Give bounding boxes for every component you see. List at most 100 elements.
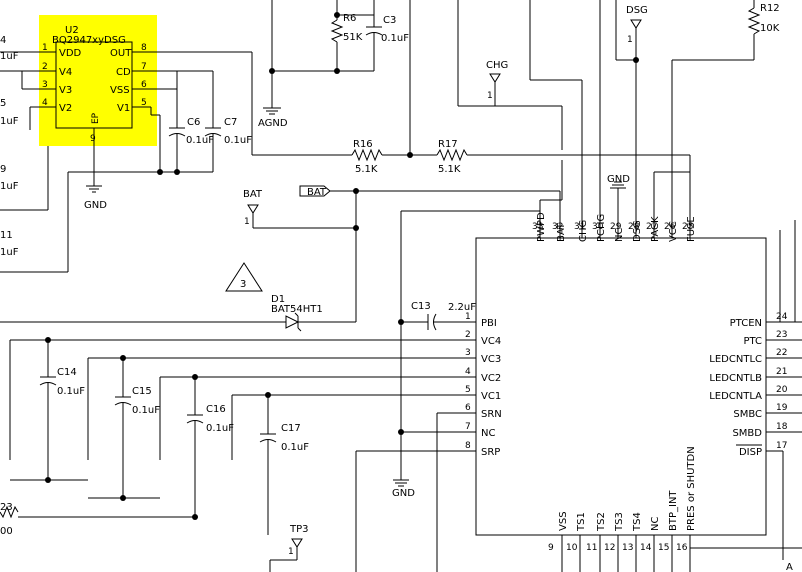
c15-capacitor[interactable]: C15 0.1uF [114, 358, 160, 498]
c6-capacitor[interactable]: C6 0.1uF [168, 71, 214, 172]
c7-ref: C7 [224, 117, 237, 128]
dsg-pin-num: 1 [627, 35, 633, 45]
ic-right-pin-24: 24 [776, 312, 788, 322]
bat-testpoint[interactable]: BAT 1 [243, 189, 263, 228]
u2-pin-5: 5 [141, 98, 147, 108]
c14-capacitor[interactable]: C14 0.1uF [39, 340, 85, 480]
edge-c1-ref: 4 [0, 35, 6, 46]
ic-left-pin-6: 6 [465, 403, 471, 413]
c3-val: 0.1uF [381, 33, 409, 44]
ic-right-pin-20: 20 [776, 385, 788, 395]
ic-pin-ledcntla: LEDCNTLA [709, 391, 762, 402]
c13-val: 2.2uF [448, 302, 476, 313]
gnd-label-bottom: GND [392, 488, 415, 499]
ic-pin-vcc: VCC [668, 221, 679, 242]
r-left-fragment [0, 505, 198, 520]
c13-ref: C13 [411, 301, 431, 312]
r12-ref: R12 [760, 3, 780, 14]
u2-pin-cd: CD [116, 67, 131, 78]
net-flag-3: 3 [225, 262, 263, 292]
u2-pin-v2: V2 [59, 103, 72, 114]
r16-ref: R16 [353, 139, 373, 150]
u2-part: BQ2947xyDSG [52, 35, 126, 46]
d1-diode[interactable]: D1 BAT54HT1 [0, 294, 356, 332]
r12-resistor[interactable]: R12 10K [747, 0, 780, 60]
r6-resistor[interactable]: R6 51K [330, 0, 363, 71]
ic-pin-disp: DISP [739, 447, 762, 458]
edge-c4-val: 1uF [0, 247, 19, 258]
r17-ref: R17 [438, 139, 458, 150]
u2-pin-9: 9 [90, 134, 96, 144]
c6-ref: C6 [187, 117, 200, 128]
u2-pin-v3: V3 [59, 85, 72, 96]
dsg-label: DSG [626, 5, 648, 16]
ic-pin-pres-or-shutdn: PRES or SHUTDN [686, 446, 697, 531]
u2-pin-6: 6 [141, 80, 147, 90]
c3-capacitor[interactable]: C3 0.1uF [365, 0, 409, 71]
ic-pin-ts3: TS3 [614, 512, 625, 532]
agnd-symbol: AGND [258, 107, 288, 129]
gnd-label-ic: GND [607, 174, 630, 185]
r17-resistor[interactable]: R17 5.1K [436, 139, 468, 175]
tp3-pin-num: 1 [288, 547, 294, 557]
chg-testpoint[interactable]: CHG 1 [486, 60, 508, 106]
tp3-testpoint[interactable]: TP3 1 [288, 524, 309, 560]
ic-pin-vc3: VC3 [481, 354, 501, 365]
ic-right-pin-23: 23 [776, 330, 787, 340]
u2-pin-7: 7 [141, 62, 147, 72]
ic-pin-ts2: TS2 [596, 512, 607, 532]
ic-right-pin-17: 17 [776, 441, 787, 451]
c16-val: 0.1uF [206, 423, 234, 434]
ic-left-pin-8: 8 [465, 441, 471, 451]
ic-pin-vss: VSS [558, 511, 569, 531]
ic-left-pin-1: 1 [465, 312, 471, 322]
ic-top-pin-27: 27 [646, 222, 657, 232]
ic-pin-vc1: VC1 [481, 391, 501, 402]
u2-pin-4: 4 [42, 98, 48, 108]
c14-ref: C14 [57, 367, 77, 378]
flag-3-label: 3 [240, 279, 246, 290]
u2-protector-ic[interactable]: U2 BQ2947xyDSG 1 VDD 2 V4 3 V3 4 V2 8 OU… [39, 15, 157, 146]
ic-pin-pack: PACK [650, 216, 661, 242]
c16-capacitor[interactable]: C16 0.1uF [186, 377, 234, 517]
u2-pin-ep: EP [91, 112, 101, 124]
ic-pin-dsg: DSG [632, 220, 643, 242]
ic-left-pin-7: 7 [465, 422, 471, 432]
ic-body [475, 237, 767, 536]
gnd-symbol-u2: GND [84, 185, 107, 211]
u2-highlight [39, 15, 157, 146]
bat-port[interactable]: BAT [299, 185, 331, 198]
ic-pin-nc: NC [481, 428, 495, 439]
ic-right-pin-21: 21 [776, 367, 787, 377]
ic-pin-ledcntlb: LEDCNTLB [709, 373, 762, 384]
ic-top-pin-33: 33 [532, 222, 543, 232]
ic-pin-ptc: PTC [743, 336, 762, 347]
u2-pin-out: OUT [110, 48, 132, 59]
ic-bottom-pin-15: 15 [658, 543, 669, 553]
edge-c1-val: 1uF [0, 51, 19, 62]
ic-pin-pwpd: PWPD [536, 212, 547, 242]
edge-c3-ref: 9 [0, 164, 6, 175]
edge-c2-val: 1uF [0, 116, 19, 127]
c7-capacitor[interactable]: C7 0.1uF [204, 71, 252, 172]
r6-val: 51K [343, 32, 363, 43]
r16-resistor[interactable]: R16 5.1K [351, 139, 383, 175]
ic-left-pin-3: 3 [465, 348, 471, 358]
dsg-testpoint[interactable]: DSG 1 [626, 5, 648, 238]
ic-top-pin-25: 25 [682, 222, 693, 232]
bat-port-label: BAT [307, 187, 327, 198]
c13-capacitor[interactable]: C13 2.2uF [401, 301, 476, 331]
ic-top-pin-26: 26 [664, 222, 676, 232]
ic-bottom-pin-14: 14 [640, 543, 652, 553]
edge-r-val: 00 [0, 526, 13, 537]
u2-pin-1: 1 [42, 43, 48, 53]
u2-pin-2: 2 [42, 62, 48, 72]
c17-capacitor[interactable]: C17 0.1uF [259, 395, 309, 535]
ic-pin-nc: NC [650, 517, 661, 531]
ic-pin-pchg: PCHG [596, 214, 607, 242]
ic-top-pin-32: 32 [552, 222, 563, 232]
gnd-symbol-bottom: GND [392, 479, 415, 499]
chg-pin-num: 1 [487, 91, 493, 101]
